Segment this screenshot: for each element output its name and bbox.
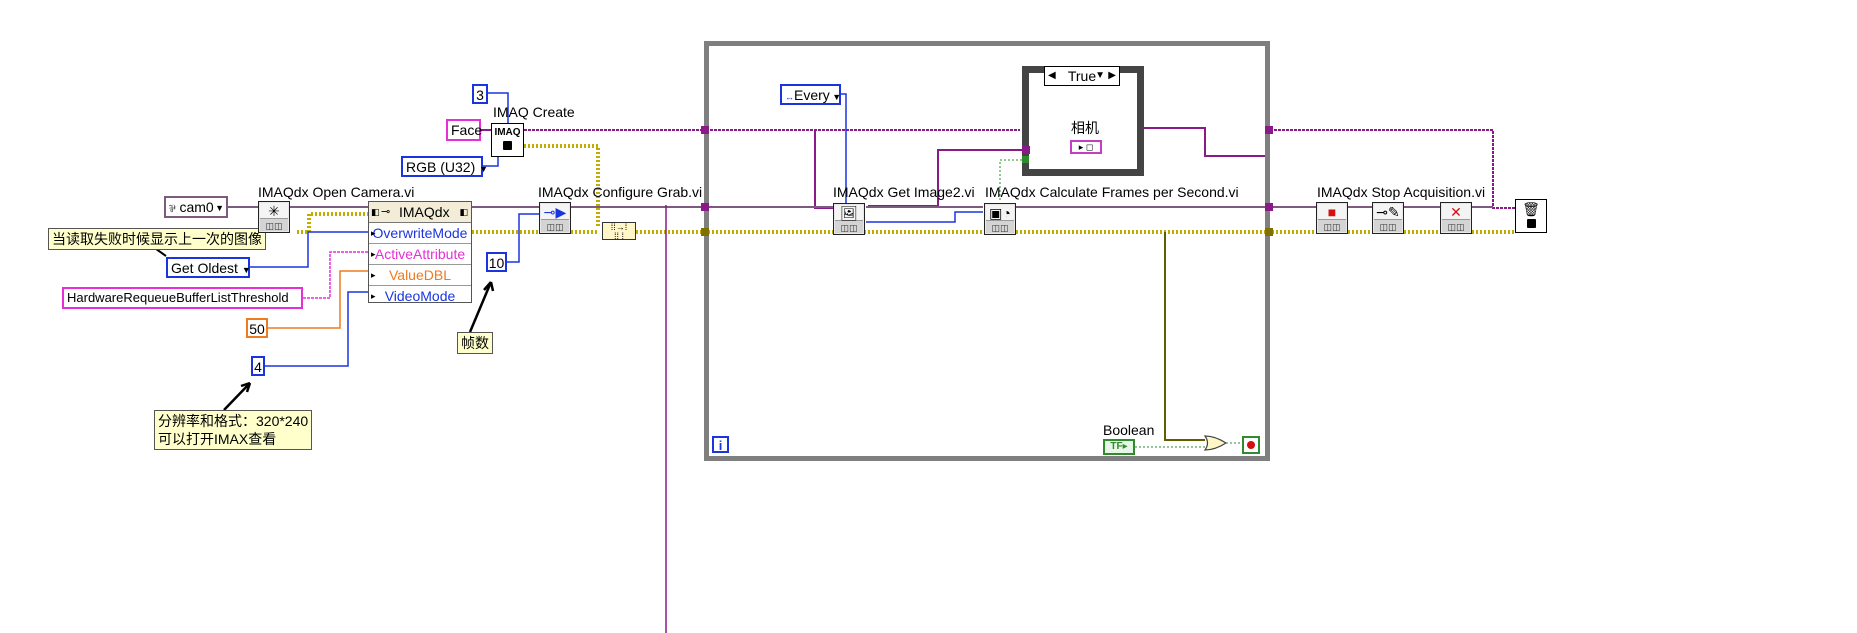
- session-constant[interactable]: ⅌ cam0 ▼: [164, 196, 228, 218]
- image-type-dropdown-icon[interactable]: ▼: [479, 164, 489, 174]
- image-mode-constant[interactable]: ↔Every ▼: [780, 84, 841, 105]
- enum-io-icon: ↔: [785, 92, 794, 102]
- refnum-out-icon: ◧: [459, 207, 468, 217]
- session-dropdown-icon[interactable]: ▼: [215, 203, 224, 213]
- session-io-icon: ⅌: [169, 204, 176, 215]
- camera-image-indicator[interactable]: ▸ ◻: [1070, 140, 1102, 154]
- camera-icon: ◫◫: [991, 223, 1009, 233]
- note-resolution: 分辨率和格式：320*240 可以打开IMAX查看: [154, 410, 313, 450]
- case-dropdown-icon[interactable]: ▼: [1095, 70, 1105, 81]
- get-image-node[interactable]: 🖼 ◫◫: [833, 203, 865, 235]
- property-row-active-attribute[interactable]: ▸ActiveAttribute: [369, 244, 471, 265]
- calc-fps-node[interactable]: ▣◔ ◫◫: [984, 203, 1016, 235]
- frames-constant[interactable]: 10: [486, 252, 507, 272]
- stop-acquisition-icon: ■: [1327, 204, 1337, 220]
- note-resolution-line1: 分辨率和格式：320*240: [158, 413, 309, 429]
- loop-iteration-terminal: i: [712, 436, 729, 453]
- property-video-mode: VideoMode: [384, 288, 456, 304]
- case-prev-icon[interactable]: ◀: [1048, 70, 1056, 81]
- camera-icon: ◫◫: [546, 222, 564, 232]
- open-camera-icon: ✳: [268, 203, 280, 219]
- refnum-in-icon: ◧: [371, 207, 380, 217]
- camera-icon: ◫◫: [840, 223, 858, 233]
- property-row-value-dbl[interactable]: ▸ValueDBL: [369, 265, 471, 286]
- get-image-label: IMAQdx Get Image2.vi: [833, 184, 975, 200]
- note-resolution-line2: 可以打开IMAX查看: [158, 431, 277, 447]
- open-camera-node[interactable]: ✳ ◫◫: [258, 201, 290, 233]
- imaq-create-node[interactable]: IMAQ: [491, 123, 524, 157]
- open-camera-label: IMAQdx Open Camera.vi: [258, 184, 415, 200]
- get-image-icon: 🖼: [840, 205, 858, 221]
- unconfigure-node[interactable]: ⊸✎ ◫◫: [1372, 202, 1404, 234]
- camera-icon: ◫◫: [1447, 222, 1465, 232]
- imaq-create-label: IMAQ Create: [493, 104, 575, 120]
- image-type-constant[interactable]: RGB (U32) ▼: [401, 156, 488, 177]
- loop-tunnel-image-in: [701, 126, 709, 134]
- loop-tunnel-error-in: [701, 228, 709, 236]
- buffer-mode-constant[interactable]: Get Oldest ▼: [166, 257, 251, 278]
- unconfigure-icon: ⊸✎: [1376, 204, 1400, 220]
- session-value: cam0: [179, 199, 214, 215]
- close-camera-node[interactable]: ✕ ◫◫: [1440, 202, 1472, 234]
- dispose-image-node[interactable]: 🗑: [1515, 199, 1547, 233]
- loop-tunnel-session-in: [701, 203, 709, 211]
- property-node-header: ◧ ⊸ IMAQdx ◧: [369, 202, 471, 223]
- property-overwrite-mode: OverwriteMode: [372, 225, 468, 241]
- stop-acquisition-label: IMAQdx Stop Acquisition.vi: [1317, 184, 1486, 200]
- frames-per-second-icon: ▣◔: [989, 205, 1011, 221]
- case-selector[interactable]: ◀ True ▼ ▶: [1044, 66, 1120, 86]
- image-name-constant[interactable]: Face: [446, 119, 482, 141]
- loop-tunnel-session-out: [1265, 203, 1273, 211]
- buffer-mode-dropdown-icon[interactable]: ▼: [241, 265, 251, 275]
- border-size-constant[interactable]: 3: [472, 84, 488, 104]
- property-value-dbl: ValueDBL: [388, 267, 451, 283]
- property-row-overwrite-mode[interactable]: ▸OverwriteMode: [369, 223, 471, 244]
- stop-acquisition-node[interactable]: ■ ◫◫: [1316, 202, 1348, 234]
- error-merge-node[interactable]: ⁞⁞→⁞⁞⁞ ⁞: [602, 222, 636, 241]
- loop-stop-terminal[interactable]: [1242, 436, 1260, 454]
- image-type-value: RGB (U32): [406, 159, 476, 175]
- camera-icon: ◫◫: [1323, 222, 1341, 232]
- case-selector-label: True: [1067, 68, 1097, 84]
- note-frames: 帧数: [457, 332, 493, 354]
- camera-indicator-label: 相机: [1071, 120, 1099, 136]
- value-dbl-constant[interactable]: 50: [246, 318, 268, 338]
- key-icon: ⊸: [381, 206, 391, 218]
- image-mode-value: Every: [794, 87, 830, 103]
- loop-tunnel-error-out: [1265, 228, 1273, 236]
- dispose-image-icon: 🗑: [1522, 201, 1540, 217]
- buffer-mode-value: Get Oldest: [171, 260, 238, 276]
- configure-grab-icon: ⊸▶: [543, 204, 567, 220]
- note-last-image: 当读取失败时候显示上一次的图像: [48, 228, 266, 250]
- case-selector-terminal: [1022, 156, 1029, 163]
- imaqdx-property-node[interactable]: ◧ ⊸ IMAQdx ◧ ▸OverwriteMode ▸ActiveAttri…: [368, 201, 472, 304]
- image-mode-dropdown-icon[interactable]: ▼: [829, 92, 842, 102]
- property-row-video-mode[interactable]: ▸VideoMode: [371, 288, 456, 304]
- boolean-label: Boolean: [1103, 422, 1155, 438]
- attribute-name-constant[interactable]: HardwareRequeueBufferListThreshold: [62, 287, 303, 309]
- case-tunnel-image: [1022, 146, 1030, 154]
- close-camera-icon: ✕: [1450, 204, 1462, 220]
- imaq-create-icon: IMAQ: [494, 127, 521, 138]
- case-next-icon[interactable]: ▶: [1108, 70, 1116, 81]
- configure-grab-label: IMAQdx Configure Grab.vi: [538, 184, 703, 200]
- video-mode-constant[interactable]: 4: [251, 356, 265, 376]
- boolean-control[interactable]: TF▸: [1103, 439, 1135, 455]
- configure-grab-node[interactable]: ⊸▶ ◫◫: [539, 202, 571, 234]
- camera-icon: ◫◫: [1379, 222, 1397, 232]
- camera-icon: ◫◫: [265, 221, 283, 231]
- property-node-class: IMAQdx: [399, 204, 450, 220]
- calc-fps-label: IMAQdx Calculate Frames per Second.vi: [985, 184, 1239, 200]
- property-active-attribute: ActiveAttribute: [374, 246, 466, 262]
- loop-tunnel-image-out: [1265, 126, 1273, 134]
- while-loop[interactable]: [704, 41, 1270, 461]
